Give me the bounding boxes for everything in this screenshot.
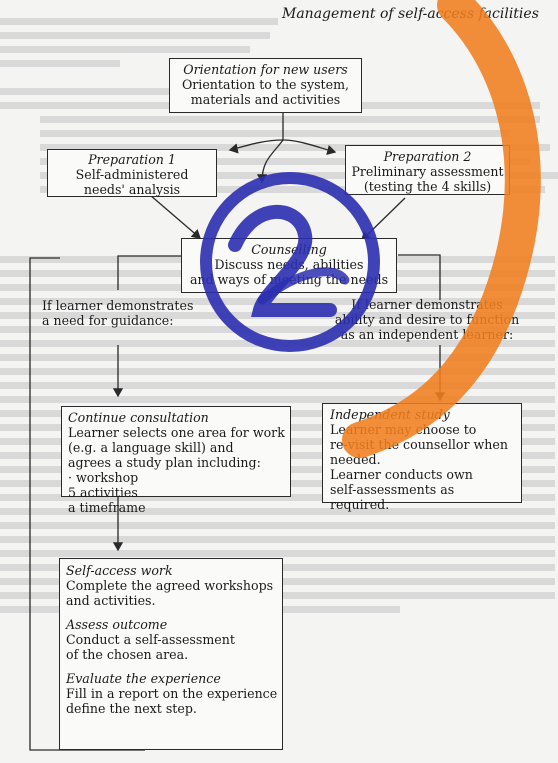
continue-consultation-box: Continue consultation Learner selects on…: [61, 406, 291, 515]
consult-line-1: Learner selects one area for work: [68, 425, 285, 440]
consult-heading: Continue consultation: [68, 410, 209, 425]
consult-line-4: · workshop: [68, 470, 139, 485]
prep2-heading: Preparation 2: [383, 149, 472, 164]
self-access-work-box: Self-access work Complete the agreed wor…: [59, 558, 283, 750]
assess-line-1: Conduct a self-assessment: [66, 632, 235, 647]
preparation-2-box: Preparation 2 Preliminary assessment (te…: [345, 145, 510, 195]
counselling-left-branch: [117, 255, 200, 290]
evaluate-heading: Evaluate the experience: [66, 671, 221, 686]
prep1-line-1: Self-administered: [75, 167, 189, 182]
condition-guidance: If learner demonstrates a need for guida…: [42, 298, 193, 328]
condition-independent-line-1: If learner demonstrates: [351, 297, 503, 312]
work-line-2: and activities.: [66, 593, 156, 608]
orientation-line-2: materials and activities: [190, 92, 341, 107]
feedback-loop-line: [29, 257, 145, 751]
orientation-to-prep2-arrow: [282, 139, 337, 156]
consult-line-5: 5 activities: [68, 485, 138, 500]
work-heading: Self-access work: [66, 563, 173, 578]
work-line-1: Complete the agreed workshops: [66, 578, 274, 593]
prep1-to-counselling-arrow: [149, 194, 201, 239]
evaluate-line-2: define the next step.: [66, 701, 197, 716]
prep1-heading: Preparation 1: [88, 152, 176, 167]
consult-line-2: (e.g. a language skill) and: [68, 440, 234, 455]
condition-guidance-line-2: a need for guidance:: [42, 313, 174, 328]
assess-heading: Assess outcome: [66, 617, 168, 632]
orientation-box: Orientation for new users Orientation to…: [169, 58, 362, 113]
prep2-line-2: (testing the 4 skills): [363, 179, 492, 194]
consult-line-3: agrees a study plan including:: [68, 455, 261, 470]
orientation-line-1: Orientation to the system,: [181, 77, 350, 92]
preparation-1-box: Preparation 1 Self-administered needs' a…: [47, 149, 217, 197]
independent-line-5: self-assessments as: [330, 482, 455, 497]
independent-line-4: Learner conducts own: [330, 467, 473, 482]
orientation-to-prep1-arrow: [228, 139, 284, 154]
assess-line-2: of the chosen area.: [66, 647, 189, 662]
prep2-line-1: Preliminary assessment: [351, 164, 504, 179]
prep1-line-2: needs' analysis: [83, 182, 181, 197]
independent-line-6: required.: [330, 497, 390, 512]
orientation-heading: Orientation for new users: [183, 62, 348, 77]
consult-line-6: a timeframe: [68, 500, 146, 515]
counselling-right-branch: [398, 254, 441, 300]
evaluate-line-1: Fill in a report on the experience: [66, 686, 278, 701]
condition-guidance-line-1: If learner demonstrates: [42, 298, 194, 313]
